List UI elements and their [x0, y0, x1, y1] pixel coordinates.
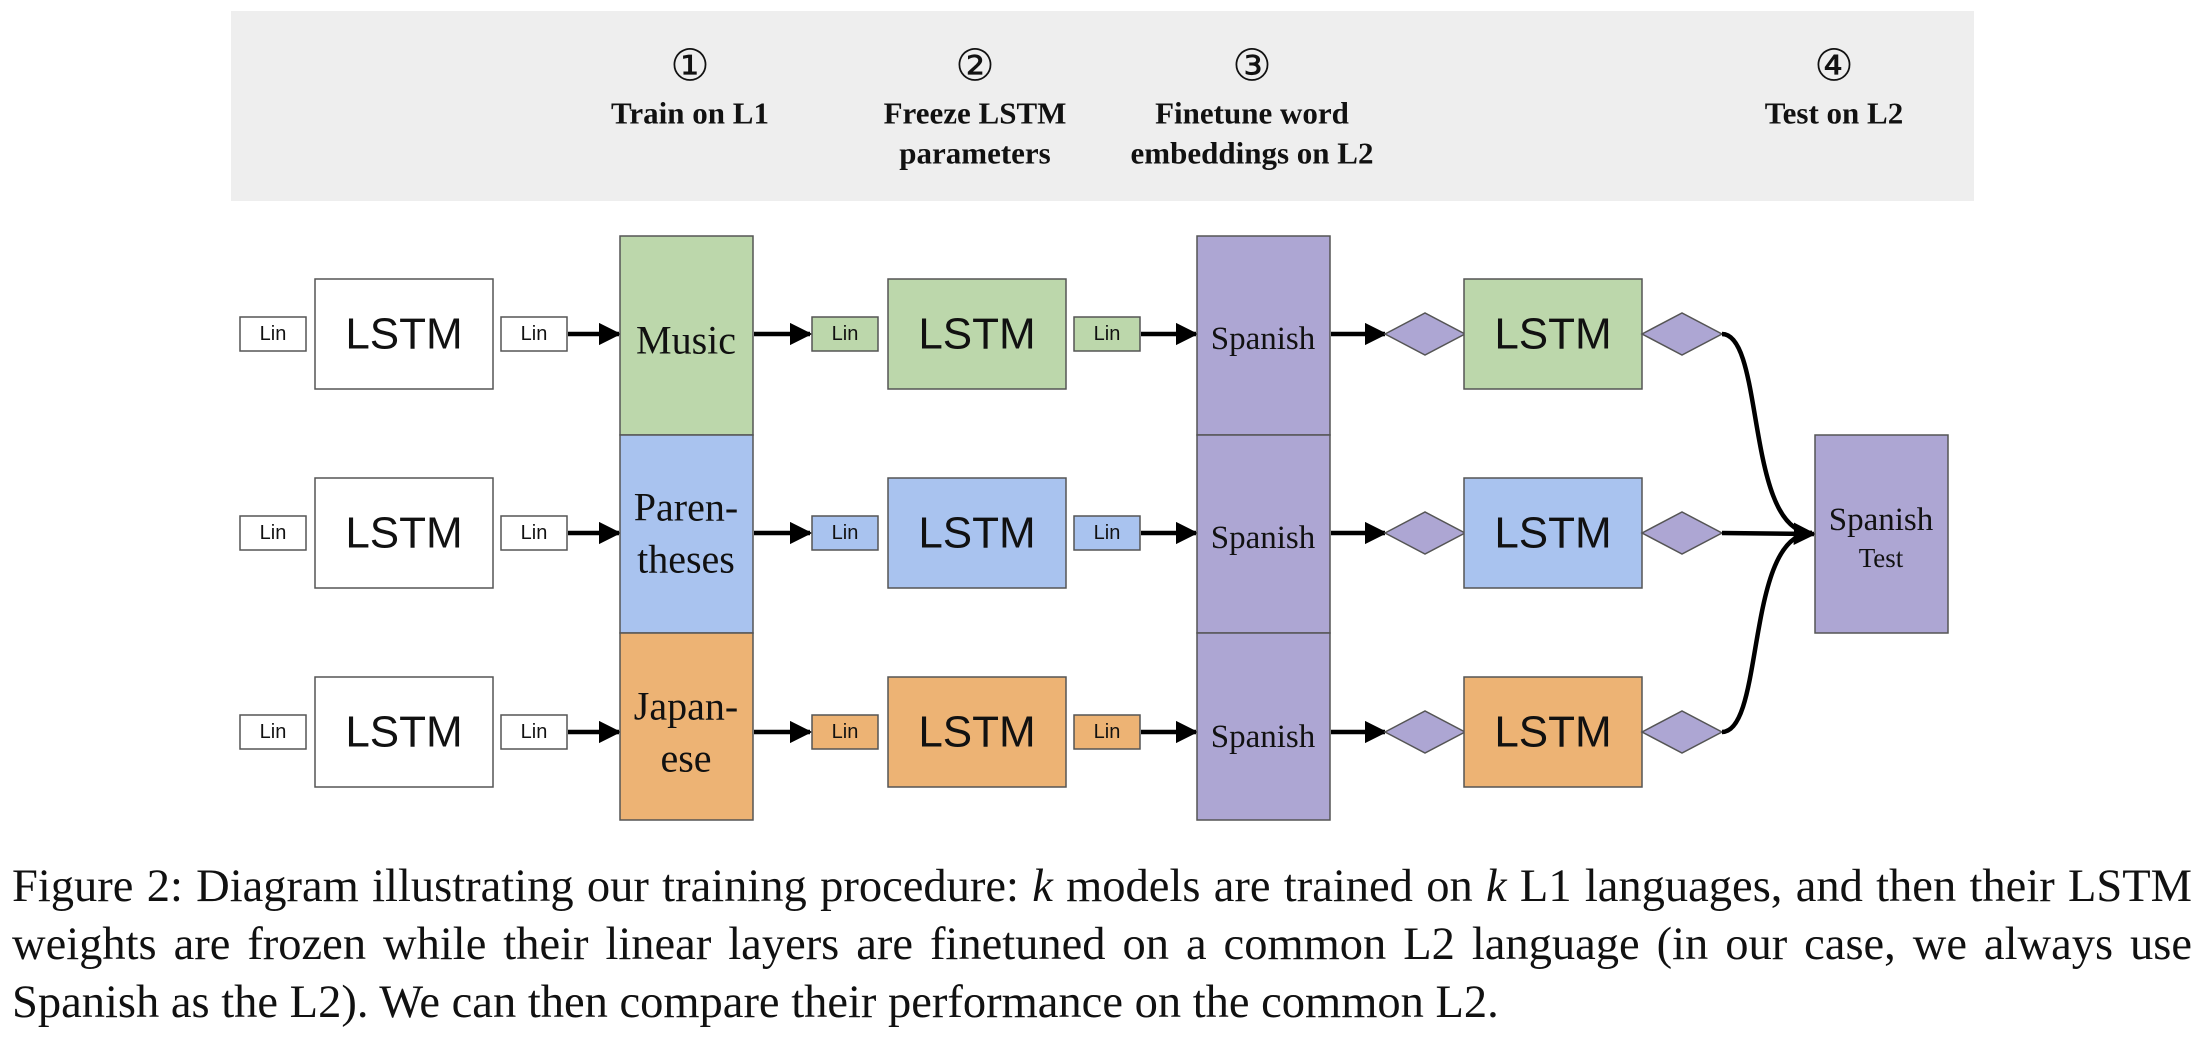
output-lin [500, 316, 568, 352]
row-parentheses: Lin LSTM Lin Paren-theses Lin LSTM Lin Spanish L… [239, 434, 1724, 634]
finetuned-lstm-label: LSTM [1494, 310, 1611, 359]
frozen-lstm [887, 676, 1067, 788]
output-lin-label: Lin [521, 522, 548, 544]
spanish-test-box [1814, 434, 1949, 634]
frozen-input-lin [811, 714, 879, 750]
step-number: ④ [1814, 42, 1853, 91]
frozen-input-lin [811, 515, 879, 551]
step-number: ③ [1232, 42, 1271, 91]
embedding-diamond-in [1383, 511, 1467, 555]
frozen-lstm [887, 477, 1067, 589]
frozen-output-lin-label: Lin [1094, 323, 1121, 345]
output-lin-label: Lin [521, 721, 548, 743]
header-band [231, 11, 1974, 201]
l1-label: Paren- [634, 485, 738, 530]
l1-block-japanese [619, 632, 754, 821]
l1-label: theses [637, 537, 735, 582]
frozen-input-lin-label: Lin [832, 721, 859, 743]
frozen-input-lin-label: Lin [832, 522, 859, 544]
input-lin [239, 714, 307, 750]
step-label: Finetune word [1155, 96, 1349, 131]
l1-lstm [314, 676, 494, 788]
caption-k-2: k [1485, 861, 1507, 912]
l2-block-3 [1196, 632, 1331, 821]
embedding-diamond-out [1640, 710, 1724, 754]
l2-label: Spanish [1211, 520, 1316, 556]
frozen-lstm-label: LSTM [918, 310, 1035, 359]
input-lin [239, 515, 307, 551]
step-label: Train on L1 [611, 96, 769, 131]
spanish-test-title: Spanish [1829, 502, 1934, 538]
step-number: ① [670, 42, 709, 91]
l1-lstm [314, 278, 494, 390]
row-japanese: Lin LSTM Lin Japan-ese Lin LSTM Lin Spanish LSTM [239, 632, 1724, 821]
frozen-output-lin-label: Lin [1094, 721, 1121, 743]
embedding-diamond-out [1640, 312, 1724, 356]
finetuned-lstm [1463, 278, 1643, 390]
step-1: ① Train on L1 [611, 42, 769, 131]
frozen-input-lin [811, 316, 879, 352]
l1-lstm-label: LSTM [345, 708, 462, 757]
step-label: Freeze LSTM [884, 96, 1067, 131]
finetuned-lstm-label: LSTM [1494, 509, 1611, 558]
step-3: ③ Finetune word embeddings on L2 [1131, 42, 1374, 171]
finetuned-lstm [1463, 477, 1643, 589]
l1-block-music [619, 235, 754, 436]
caption-text-1: Figure 2: Diagram illustrating our train… [12, 861, 1033, 912]
frozen-lstm-label: LSTM [918, 708, 1035, 757]
embedding-diamond-in [1383, 710, 1467, 754]
finetuned-lstm [1463, 676, 1643, 788]
input-lin-label: Lin [260, 721, 287, 743]
step-2: ② Freeze LSTM parameters [884, 42, 1067, 171]
step-label: parameters [899, 136, 1051, 171]
output-lin-label: Lin [521, 323, 548, 345]
input-lin [239, 316, 307, 352]
l1-lstm [314, 477, 494, 589]
l1-lstm-label: LSTM [345, 509, 462, 558]
frozen-input-lin-label: Lin [832, 323, 859, 345]
step-label: embeddings on L2 [1131, 136, 1374, 171]
frozen-output-lin-label: Lin [1094, 522, 1121, 544]
training-procedure-diagram: ① Train on L1 ② Freeze LSTM parameters ③ Finet… [231, 11, 1974, 821]
converge-curve-top [1721, 331, 1813, 536]
frozen-output-lin [1073, 515, 1141, 551]
l2-label: Spanish [1211, 321, 1316, 357]
caption-text-3: L1 languages, and then their LSTM weight… [12, 861, 2192, 1028]
embedding-diamond-in [1383, 312, 1467, 356]
l1-block-parentheses [619, 434, 754, 634]
output-lin [500, 515, 568, 551]
caption-k-1: k [1032, 861, 1053, 912]
frozen-output-lin [1073, 316, 1141, 352]
input-lin-label: Lin [260, 323, 287, 345]
output-lin [500, 714, 568, 750]
embedding-diamond-out [1640, 511, 1724, 555]
converge-arrow-middle [1721, 522, 1817, 546]
figure-caption: Figure 2: Diagram illustrating our train… [12, 858, 2192, 1032]
l1-label: Music [636, 318, 736, 363]
frozen-lstm [887, 278, 1067, 390]
step-4: ④ Test on L2 [1765, 42, 1903, 131]
l2-block-2 [1196, 434, 1331, 634]
frozen-lstm-label: LSTM [918, 509, 1035, 558]
l1-label: Japan- [634, 684, 738, 729]
step-label: Test on L2 [1765, 96, 1903, 131]
l1-lstm-label: LSTM [345, 310, 462, 359]
row-music: Lin LSTM Lin Music Lin LSTM Lin Spanish LSTM [239, 235, 1724, 436]
input-lin-label: Lin [260, 522, 287, 544]
caption-text-2: models are trained on [1052, 861, 1486, 912]
finetuned-lstm-label: LSTM [1494, 708, 1611, 757]
spanish-test-subtitle: Test [1859, 543, 1904, 573]
l2-label: Spanish [1211, 719, 1316, 755]
converge-curve-bottom [1721, 530, 1813, 735]
step-number: ② [955, 42, 994, 91]
l2-block-1 [1196, 235, 1331, 436]
frozen-output-lin [1073, 714, 1141, 750]
l1-label: ese [660, 736, 711, 781]
